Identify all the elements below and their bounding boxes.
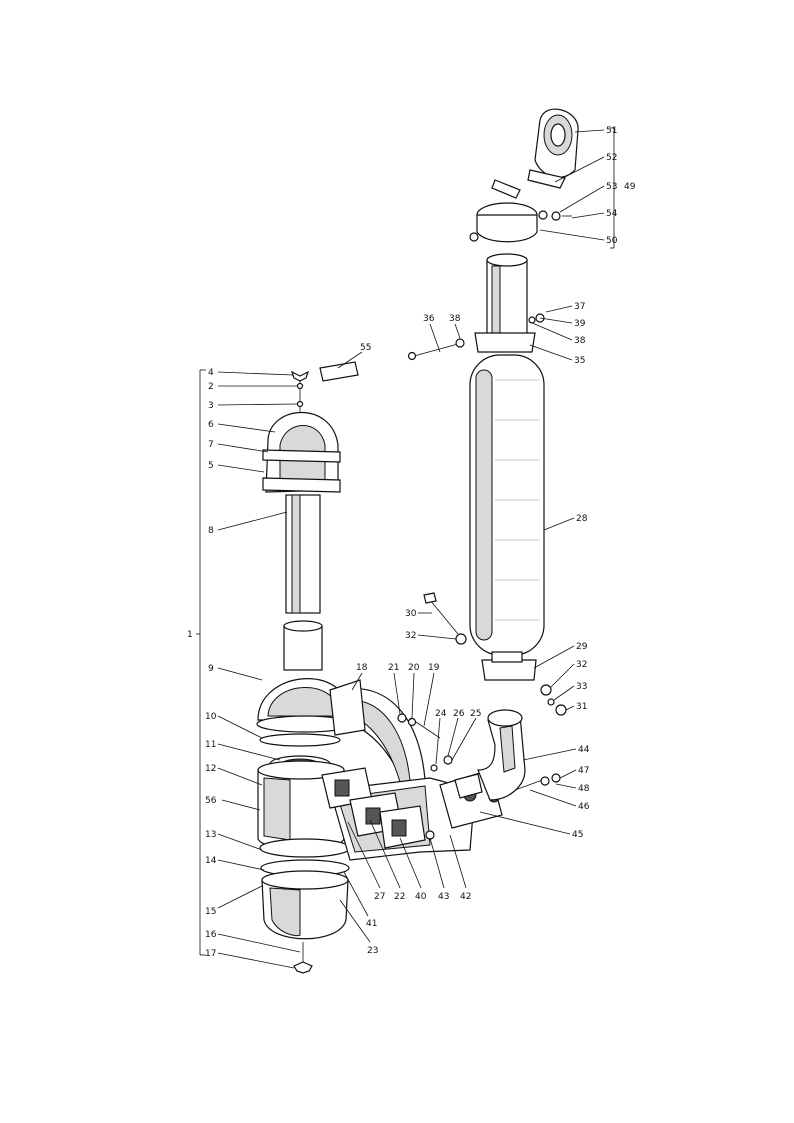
label-8: 8 [208,526,214,536]
label-5: 5 [208,461,214,471]
label-31: 31 [576,702,587,712]
label-45: 45 [572,830,583,840]
label-19: 19 [428,663,440,673]
left-assembly [256,370,354,974]
label-3: 3 [208,401,214,411]
label-10: 10 [205,712,217,722]
label-50: 50 [606,236,618,246]
label-1: 1 [187,630,193,640]
label-51: 51 [606,126,617,136]
label-44: 44 [578,745,590,755]
label-49: 49 [624,182,636,192]
label-28: 28 [576,514,588,524]
label-39: 39 [574,319,586,329]
label-4: 4 [208,368,214,378]
label-14: 14 [205,856,217,866]
label-20: 20 [408,663,420,673]
label-36: 36 [423,314,435,324]
label-33: 33 [576,682,587,692]
label-26: 26 [453,709,465,719]
label-12: 12 [205,764,216,774]
label-55: 55 [360,343,371,353]
label-53: 53 [606,182,617,192]
label-7: 7 [208,440,214,450]
label-29: 29 [576,642,588,652]
label-32-right: 32 [576,660,587,670]
label-54: 54 [606,209,618,219]
label-21: 21 [388,663,399,673]
label-6: 6 [208,420,214,430]
label-2: 2 [208,382,214,392]
label-23: 23 [367,946,378,956]
label-18: 18 [356,663,368,673]
label-42: 42 [460,892,471,902]
tag-55: 55 [319,343,371,382]
group-bracket-49 [610,127,615,249]
label-41: 41 [366,919,377,929]
middle-assembly [321,679,561,861]
label-25: 25 [470,709,481,719]
label-38-right: 38 [574,336,586,346]
label-9: 9 [208,664,214,674]
label-13: 13 [205,830,216,840]
label-35: 35 [574,356,585,366]
label-38-left: 38 [449,314,461,324]
label-46: 46 [578,802,590,812]
label-32-left: 32 [405,631,416,641]
group-bracket-1: 1 [187,369,206,956]
label-27: 27 [374,892,385,902]
label-17: 17 [205,949,216,959]
label-48: 48 [578,784,590,794]
label-56: 56 [205,796,217,806]
label-52: 52 [606,153,617,163]
label-43: 43 [438,892,449,902]
label-40: 40 [415,892,427,902]
right-labels: 51 52 53 54 50 49 37 39 38 35 36 38 28 3… [405,126,636,840]
middle-labels: 18 21 20 19 24 26 25 27 22 40 43 42 41 2… [339,663,481,956]
label-24: 24 [435,709,447,719]
muffler-assembly [407,108,579,716]
muffler-texture [495,379,540,621]
label-22: 22 [394,892,405,902]
label-15: 15 [205,907,216,917]
label-16: 16 [205,930,217,940]
label-30: 30 [405,609,417,619]
label-11: 11 [205,740,216,750]
label-37: 37 [574,302,585,312]
left-labels: 4 2 3 6 7 5 8 9 10 11 12 56 13 14 15 16 … [205,368,301,969]
label-47: 47 [578,766,589,776]
